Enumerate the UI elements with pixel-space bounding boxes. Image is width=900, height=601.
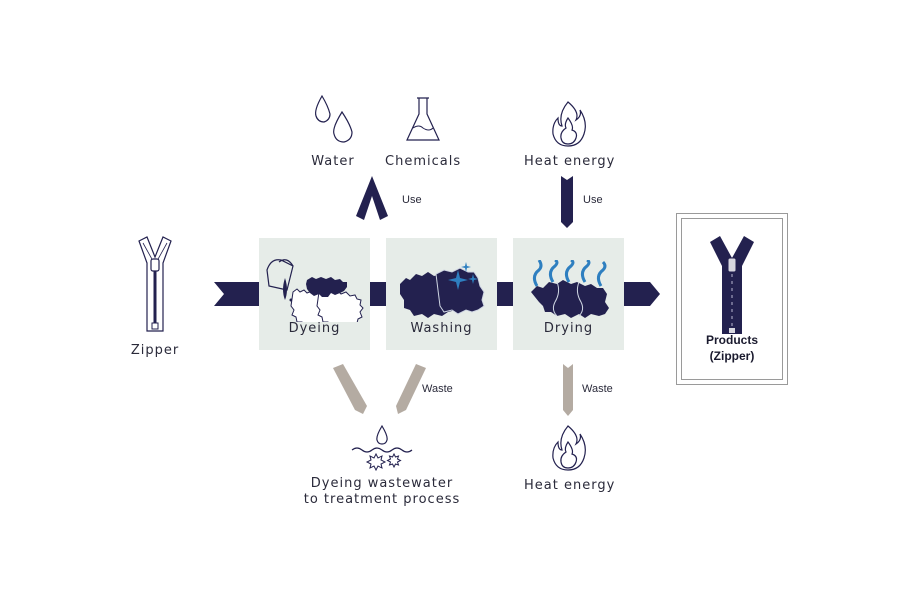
use-arrow-down-icon bbox=[561, 176, 573, 228]
zipper-outline-icon bbox=[138, 236, 172, 332]
use-arrow-up-icon bbox=[356, 176, 388, 220]
output-products-inner-border bbox=[681, 218, 783, 380]
water-drops-icon bbox=[315, 94, 353, 143]
process-washing-label: Washing bbox=[410, 321, 473, 336]
output-heat-energy-label: Heat energy bbox=[524, 478, 616, 493]
input-heat-energy-label: Heat energy bbox=[524, 154, 616, 169]
flow-connector-1 bbox=[369, 282, 387, 306]
output-wastewater-label-1: Dyeing wastewater bbox=[310, 476, 454, 491]
flow-arrow-out bbox=[624, 282, 660, 306]
process-drying: Drying bbox=[513, 238, 624, 350]
zipper-filled-icon bbox=[710, 236, 754, 334]
process-washing: Washing bbox=[386, 238, 497, 350]
input-zipper: Zipper bbox=[125, 235, 185, 365]
waste-arrow-right-icon bbox=[396, 364, 426, 414]
waste-arrow-down-icon bbox=[563, 364, 573, 416]
flame-icon bbox=[552, 101, 586, 147]
waste-arrow-left-icon bbox=[333, 364, 367, 414]
flow-connector-2 bbox=[496, 282, 514, 306]
output-wastewater-label-2: to treatment process bbox=[303, 492, 461, 507]
process-dyeing: Dyeing bbox=[259, 238, 370, 350]
waste-label-right: Waste bbox=[582, 383, 613, 395]
wastewater-icon bbox=[351, 424, 413, 472]
use-label-left: Use bbox=[402, 194, 422, 206]
flame-icon bbox=[552, 425, 586, 471]
waste-label-left: Waste bbox=[422, 383, 453, 395]
process-drying-label: Drying bbox=[543, 321, 594, 336]
output-products: Products (Zipper) bbox=[676, 213, 788, 385]
dye-bucket-fabric-icon bbox=[266, 259, 364, 322]
flow-arrow-in bbox=[214, 282, 262, 306]
output-products-label-2: (Zipper) bbox=[709, 349, 755, 363]
output-products-label-1: Products bbox=[705, 333, 758, 347]
drying-steam-fabric-icon bbox=[531, 260, 609, 318]
input-chemicals-label: Chemicals bbox=[385, 154, 462, 169]
use-label-right: Use bbox=[583, 194, 603, 206]
input-zipper-label: Zipper bbox=[130, 343, 180, 358]
washing-sparkle-fabric-icon bbox=[400, 262, 485, 318]
flask-icon bbox=[406, 97, 440, 141]
process-dyeing-label: Dyeing bbox=[288, 321, 341, 336]
input-water-label: Water bbox=[311, 154, 355, 169]
